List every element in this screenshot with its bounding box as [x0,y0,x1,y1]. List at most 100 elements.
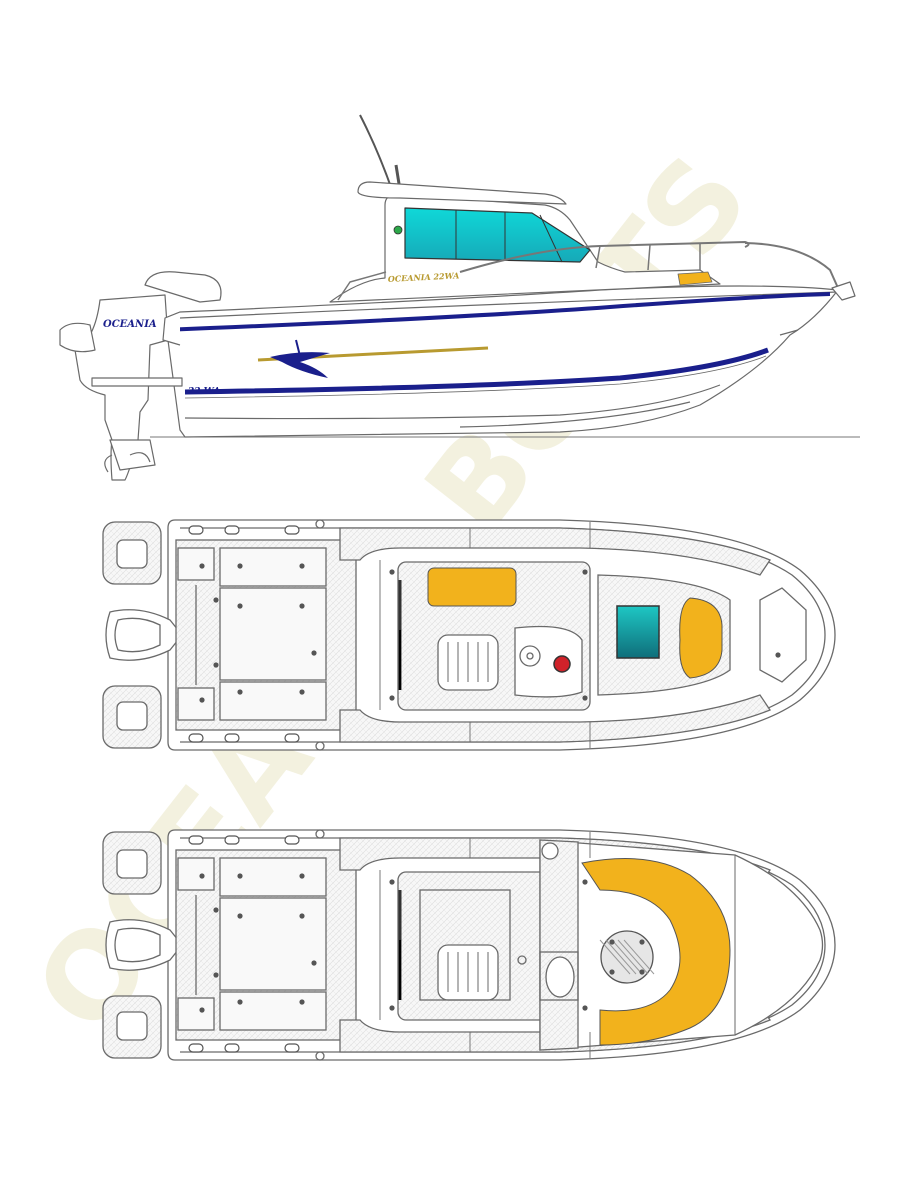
helm-console [514,625,583,698]
screw-icon [213,597,219,603]
hatch-aft-starboard [219,681,327,721]
cleat-icon [224,525,240,535]
window-mullion [539,214,563,263]
cabin-window [404,207,591,263]
antenna [359,114,393,191]
deck-plan-lower [102,829,836,1061]
outboard-cowl-top [114,617,161,653]
screw-icon [389,1005,395,1011]
table-slat [617,939,649,975]
outboard-top-icon [105,919,179,971]
strake-line [459,401,691,428]
outboard-cowl-top [114,927,161,963]
screw-icon [582,569,588,575]
table-slat [605,939,637,975]
screw-icon [311,650,317,656]
screw-icon [237,913,243,919]
cleat-icon [188,835,204,845]
transom [162,311,181,346]
screw-icon [237,689,243,695]
rod-holder-icon [315,829,325,839]
bow-roller [831,281,856,301]
throttle-icon [553,655,571,673]
locker-starboard [177,997,215,1031]
hatch-aft-port [219,547,327,587]
deck-seams [355,522,591,748]
cabin-model-label: OCEANIA 22WA [388,270,460,284]
screw-icon [609,969,615,975]
rod-holder-icon [315,741,325,751]
engine-cowl [144,271,222,303]
screw-icon [199,563,205,569]
cleat-icon [224,835,240,845]
galley-strip [539,839,579,1051]
screw-icon [389,695,395,701]
screw-icon [582,1005,588,1011]
bow-cushion [677,271,713,286]
hatch-aft-port [219,857,327,897]
screw-icon [299,603,305,609]
rail-stanchions [595,243,701,271]
anchor-locker [759,587,807,683]
screw-icon [311,960,317,966]
rod-holder-icon [315,519,325,529]
bow-cushion [679,597,723,679]
screw-icon [389,879,395,885]
screw-icon [639,939,645,945]
step-detail [116,849,148,879]
hull-model-label: 22 WA [187,387,220,397]
swim-platform [91,377,183,387]
deck-plan-upper [102,519,836,751]
side-deck-port [339,527,771,576]
side-deck-starboard [339,694,771,743]
screw-icon [213,662,219,668]
v-berth-cushion [581,858,731,1046]
marlin-logo-icon [270,352,330,378]
step-detail [116,701,148,731]
deck-seams [355,832,591,1058]
cleat-icon [224,733,240,743]
step-detail [116,1011,148,1041]
propeller-icon [104,452,151,473]
cleat-icon [284,525,300,535]
outboard-top-icon [105,609,179,661]
screw-icon [213,972,219,978]
marlin-fin-icon [295,339,301,357]
bench-cushion [427,567,517,607]
screw-icon [237,999,243,1005]
hardtop [357,181,567,205]
screw-icon [299,999,305,1005]
cleat-icon [284,733,300,743]
head-compartment [539,951,579,1001]
locker-port [177,857,215,891]
screw-icon [775,652,781,658]
screw-icon [237,873,243,879]
cleat-icon [188,1043,204,1053]
screw-icon [199,873,205,879]
toilet-icon [545,956,575,998]
keel-line [184,384,721,420]
screw-icon [582,879,588,885]
rod-holder-icon [315,1051,325,1061]
screw-icon [199,697,205,703]
cockpit-seating [419,889,511,1001]
pulpit-rail [744,242,839,289]
table-slat [599,939,631,975]
bow-detail [779,329,799,336]
sheer-stripe [162,292,831,332]
sink-icon [541,842,559,860]
screw-icon [299,563,305,569]
sheer-line [179,291,839,319]
hatch-main [219,587,327,681]
locker-port [177,547,215,581]
table-slat [611,939,643,975]
screw-icon [199,1007,205,1013]
engine-leg [109,439,156,471]
hatch-aft-starboard [219,991,327,1031]
table-slat [623,939,655,975]
screw-icon [299,873,305,879]
hatch-main [219,897,327,991]
chine-line [184,355,767,399]
side-profile-view: OCEANIA 22WA OCEANIA 22 WA [59,114,860,481]
